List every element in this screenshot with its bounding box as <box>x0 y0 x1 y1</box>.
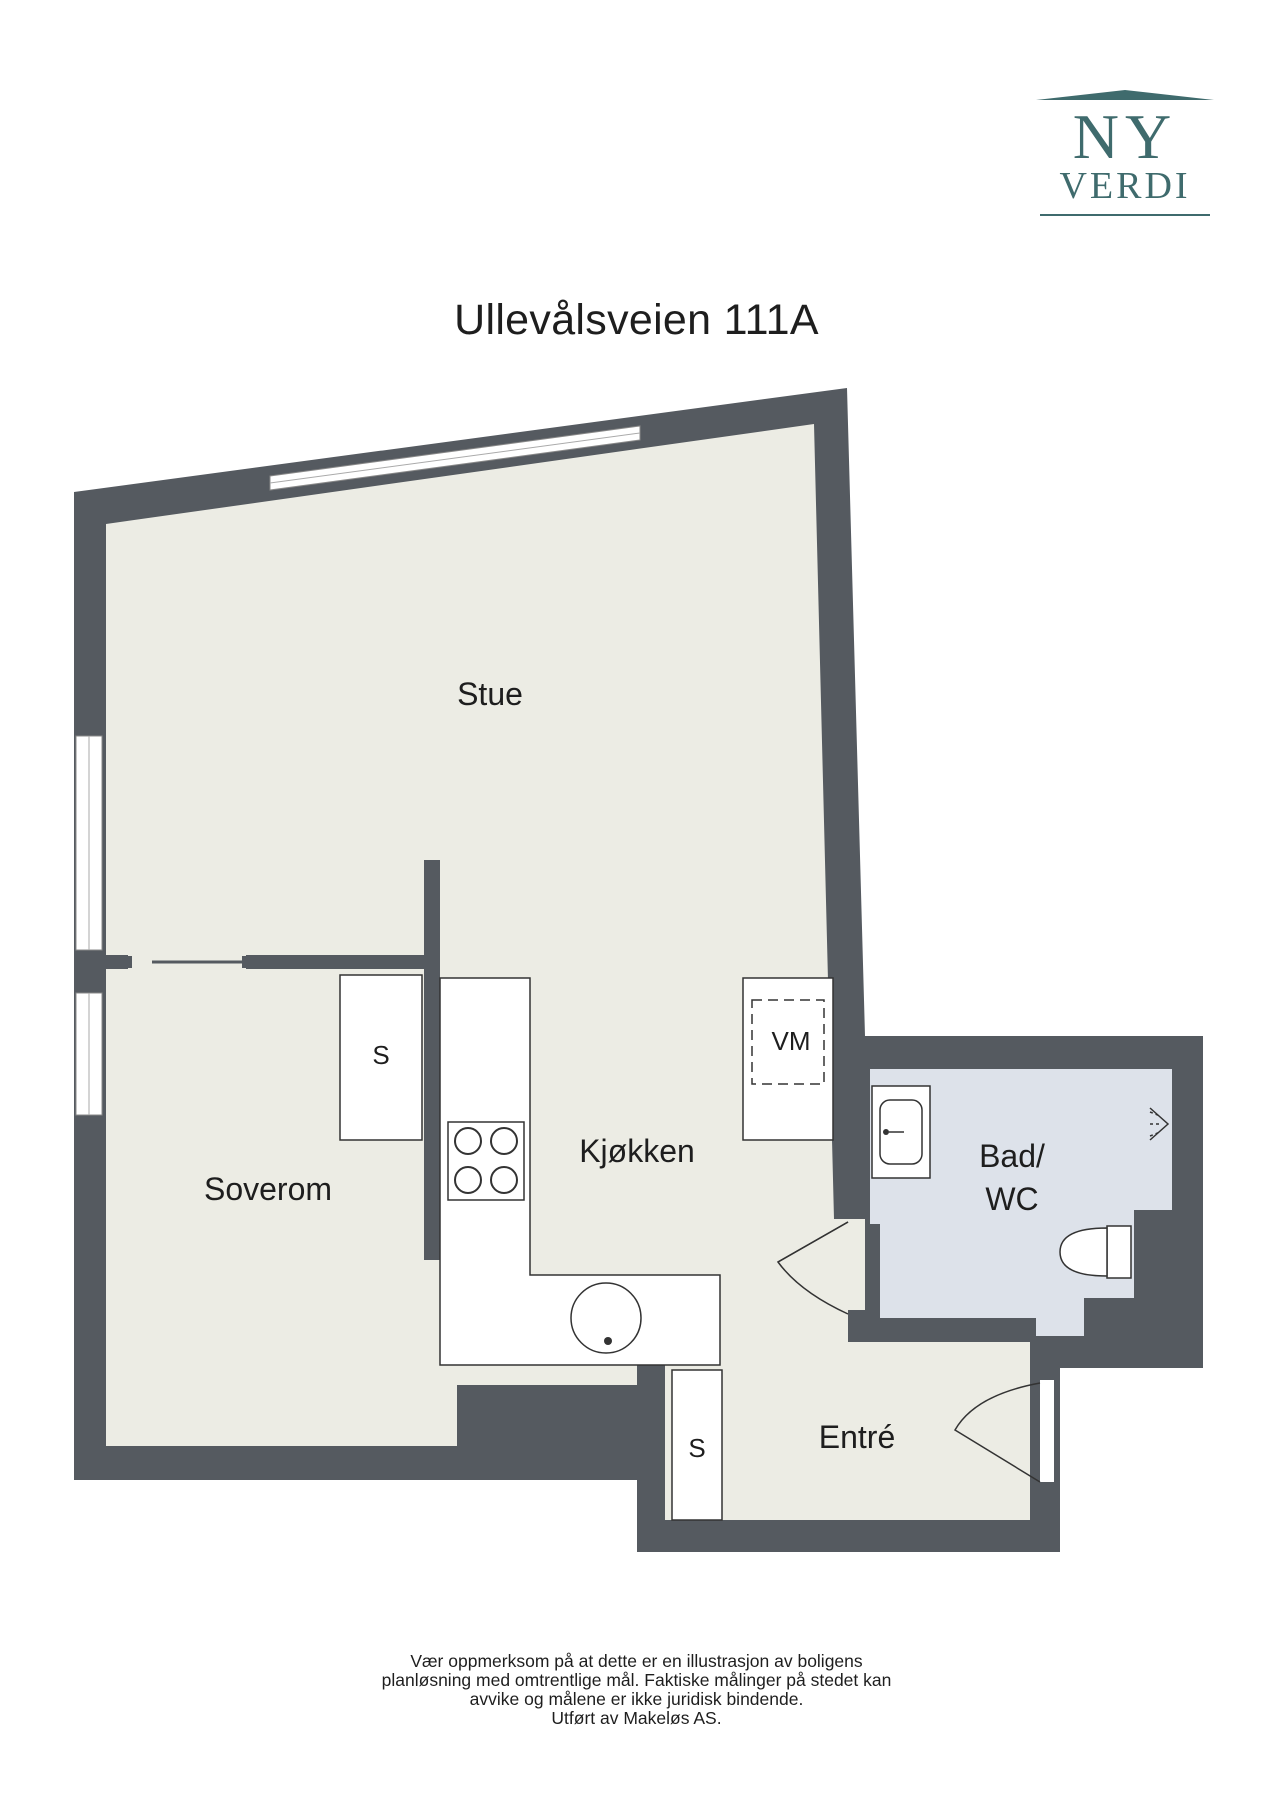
disclaimer-line: Utført av Makeløs AS. <box>551 1708 722 1728</box>
wall-soverom-stub <box>106 955 128 969</box>
stove <box>447 1121 525 1201</box>
door-swing-bathroom <box>776 1221 849 1315</box>
room-label-wc: WC <box>985 1181 1038 1217</box>
wall-bath-left <box>845 1036 870 1219</box>
door-swing-entrance <box>953 1382 1041 1483</box>
room-label-kjokken: Kjøkken <box>579 1133 695 1169</box>
wall-soverom-top <box>246 955 440 969</box>
room-label-entre: Entré <box>819 1419 895 1455</box>
logo-line2: VERDI <box>1059 165 1190 207</box>
stove-burner-icon <box>490 1166 518 1194</box>
wall-entre-jamb <box>1030 1340 1058 1380</box>
stove-burner-icon <box>454 1166 482 1194</box>
wardrobe-entre <box>671 1369 723 1521</box>
kitchen-counter <box>439 977 721 1366</box>
toilet-icon <box>1059 1227 1108 1277</box>
logo-line1: NY <box>1073 101 1177 172</box>
logo-roof <box>1036 90 1214 100</box>
washing-machine <box>742 977 834 1141</box>
wardrobe-soverom-label: S <box>372 1040 389 1070</box>
toilet-tank <box>1106 1225 1132 1279</box>
wall-bath-bottom <box>848 1318 1036 1342</box>
shower-icon <box>1149 1107 1170 1141</box>
nyverdi-logo: NY VERDI <box>1036 90 1214 216</box>
room-label-soverom: Soverom <box>204 1171 332 1207</box>
disclaimer-line: Vær oppmerksom på at dette er en illustr… <box>410 1651 863 1671</box>
page-title: Ullevålsveien 111A <box>454 296 819 344</box>
disclaimer: Vær oppmerksom på at dette er en illustr… <box>0 1652 1273 1728</box>
floor-main <box>106 424 1030 1520</box>
disclaimer-line: planløsning med omtrentlige mål. Faktisk… <box>381 1670 892 1690</box>
stove-burner-icon <box>454 1127 482 1155</box>
room-label-stue: Stue <box>457 676 523 712</box>
door-opening-entrance <box>1040 1380 1054 1482</box>
wardrobe-soverom <box>339 974 423 1141</box>
wall-entre-jamb-lower <box>1030 1482 1058 1552</box>
washing-machine-label: VM <box>772 1026 811 1056</box>
stove-burner-icon <box>490 1127 518 1155</box>
sink-icon <box>570 1282 642 1354</box>
disclaimer-line: avvike og målene er ikke juridisk binden… <box>469 1689 804 1709</box>
wardrobe-entre-label: S <box>688 1433 705 1463</box>
wall-entre-left <box>637 1362 665 1552</box>
wall-bath-door-jamb <box>848 1310 878 1342</box>
room-label-bad: Bad/ <box>979 1138 1045 1174</box>
wall-partition-vertical <box>424 860 440 1260</box>
